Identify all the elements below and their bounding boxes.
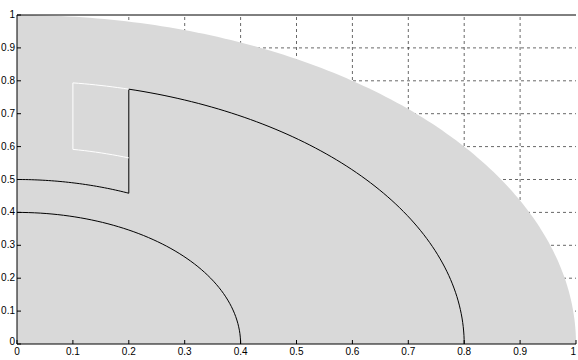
sub-region — [73, 83, 129, 158]
tick-label: 0.3 — [1, 239, 15, 251]
tick-mark — [352, 340, 353, 344]
tick-mark — [408, 340, 409, 344]
tick-mark — [17, 146, 21, 147]
frame-top — [17, 15, 576, 16]
tick-label: 0.6 — [1, 141, 15, 153]
tick-mark — [128, 340, 129, 344]
tick-mark — [17, 311, 21, 312]
tick-label: 0.8 — [457, 346, 471, 358]
grid-lines — [17, 15, 576, 344]
tick-mark — [576, 340, 577, 344]
tick-label: 0.1 — [66, 346, 80, 358]
tick-mark — [296, 340, 297, 344]
tick-mark — [17, 80, 21, 81]
tick-label: 0 — [9, 336, 15, 348]
tick-label: 0 — [14, 346, 20, 358]
tick-label: 0.4 — [234, 346, 248, 358]
tick-label: 0.9 — [1, 42, 15, 54]
region-boundary — [17, 212, 241, 344]
tick-label: 0.7 — [401, 346, 415, 358]
tick-mark — [17, 47, 21, 48]
tick-label: 1 — [570, 346, 576, 358]
tick-label: 0.7 — [1, 108, 15, 120]
tick-label: 0.6 — [345, 346, 359, 358]
tick-mark — [520, 340, 521, 344]
tick-label: 1 — [9, 9, 15, 21]
tick-label: 0.5 — [1, 174, 15, 186]
tick-label: 0.9 — [513, 346, 527, 358]
tick-mark — [17, 113, 21, 114]
tick-mark — [17, 340, 18, 344]
quarter-disk — [17, 15, 576, 344]
tick-label: 0.2 — [1, 272, 15, 284]
tick-label: 0.5 — [290, 346, 304, 358]
tick-mark — [72, 340, 73, 344]
tick-mark — [17, 15, 21, 16]
tick-mark — [17, 344, 21, 345]
tick-label: 0.8 — [1, 75, 15, 87]
tick-label: 0.3 — [178, 346, 192, 358]
tick-label: 0.2 — [122, 346, 136, 358]
tick-label: 0.4 — [1, 206, 15, 218]
tick-mark — [17, 245, 21, 246]
tick-label: 0.1 — [1, 305, 15, 317]
region-boundary — [17, 89, 464, 344]
tick-mark — [184, 340, 185, 344]
tick-mark — [17, 278, 21, 279]
